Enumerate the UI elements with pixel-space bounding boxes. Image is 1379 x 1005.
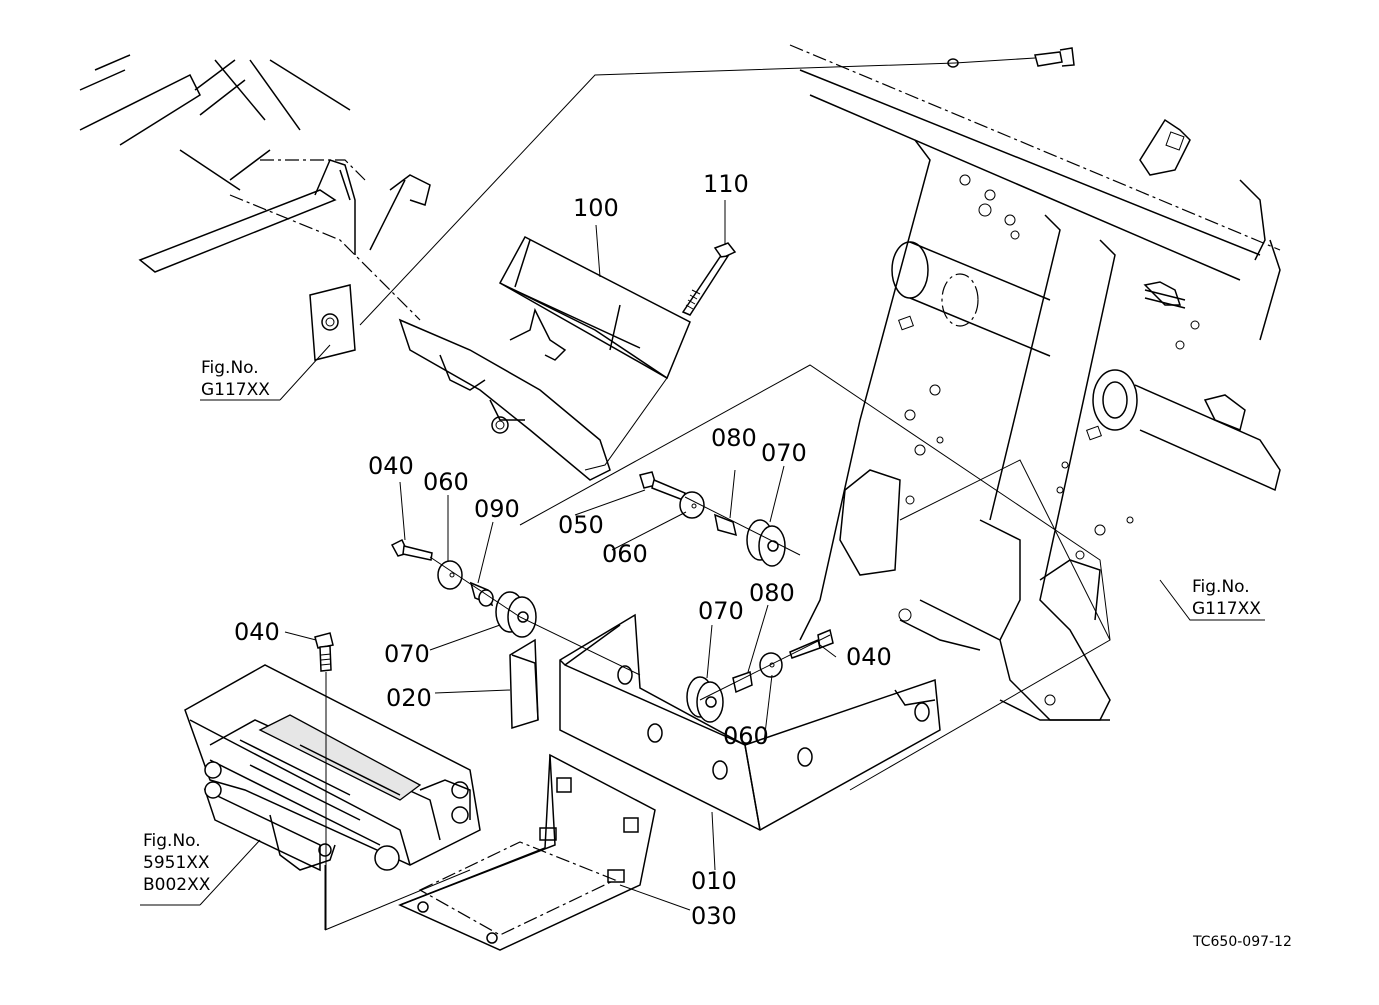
leader-bolt-top-2 — [954, 57, 1036, 64]
part-label-030: 030 — [691, 902, 737, 930]
part-label-070: 070 — [384, 640, 430, 668]
mount-assembly-right-bottom — [686, 628, 834, 723]
part-label-080: 080 — [749, 579, 795, 607]
leader-bolt-top — [359, 62, 956, 326]
controller-unit — [184, 664, 481, 872]
mount-assembly-left — [390, 538, 641, 676]
part-label-040: 040 — [368, 452, 414, 480]
fig-ref-title: Fig.No. — [201, 358, 259, 378]
part-030-plate — [398, 753, 656, 951]
frame-left — [79, 54, 611, 481]
ref-box-inner — [899, 459, 1111, 641]
part-label-060: 060 — [423, 468, 469, 496]
drawing-code: TC650-097-12 — [1193, 934, 1292, 950]
part-label-100: 100 — [573, 194, 619, 222]
part-label-060: 060 — [723, 722, 769, 750]
part-label-060: 060 — [602, 540, 648, 568]
part-040-bolt-vertical — [314, 632, 334, 930]
part-label-050: 050 — [558, 511, 604, 539]
fig-ref-right: Fig.No. G117XX — [1192, 576, 1261, 620]
fig-ref-number: 5951XX — [143, 853, 210, 873]
top-bolt — [947, 47, 1075, 68]
fig-ref-bottom: Fig.No. 5951XX B002XX — [143, 830, 210, 896]
part-label-020: 020 — [386, 684, 432, 712]
leader-controller — [324, 865, 471, 931]
frame-right — [789, 44, 1281, 721]
part-label-040: 040 — [846, 643, 892, 671]
ref-box-outline — [519, 364, 1111, 791]
part-110-bolt — [681, 242, 737, 316]
mount-assembly-right-top — [639, 471, 801, 567]
fig-ref-title: Fig.No. — [1192, 577, 1250, 597]
part-label-080: 080 — [711, 424, 757, 452]
fig-ref-number: G117XX — [201, 380, 270, 400]
fig-ref-number: G117XX — [1192, 599, 1261, 619]
fig-ref-title: Fig.No. — [143, 831, 201, 851]
part-label-070: 070 — [698, 597, 744, 625]
part-label-110: 110 — [703, 170, 749, 198]
part-label-090: 090 — [474, 495, 520, 523]
fig-ref-left: Fig.No. G117XX — [201, 357, 270, 401]
part-010-bracket — [559, 613, 941, 831]
leader-lines — [140, 200, 1265, 911]
part-label-070: 070 — [761, 439, 807, 467]
part-020-plate — [509, 638, 539, 730]
fig-ref-number: B002XX — [143, 875, 211, 895]
part-label-040: 040 — [234, 618, 280, 646]
part-100-cover — [498, 235, 691, 471]
part-label-010: 010 — [691, 867, 737, 895]
